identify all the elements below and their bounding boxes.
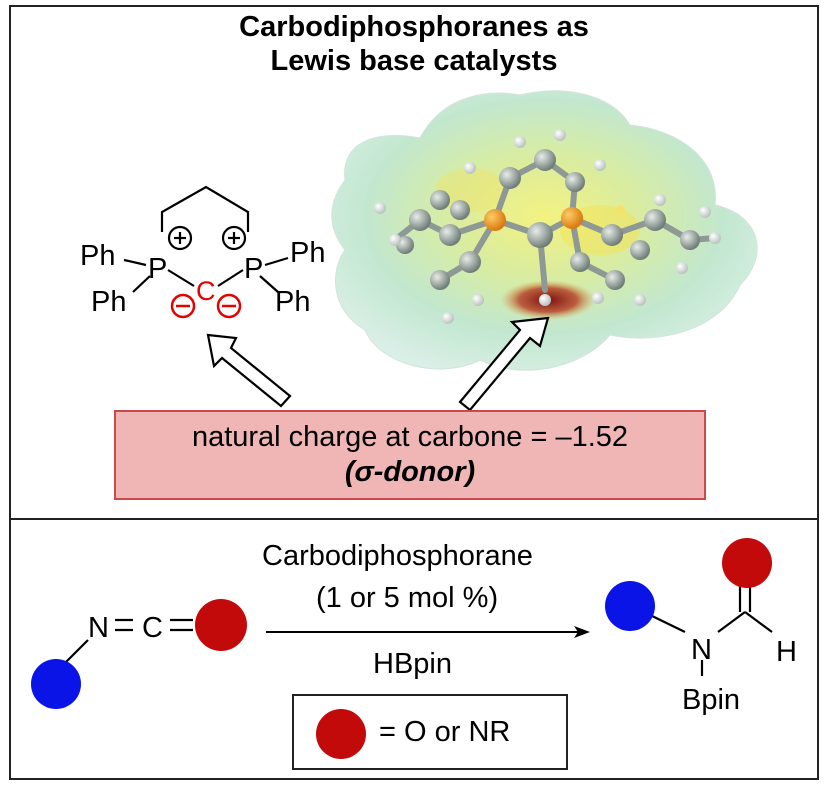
phosphorus-atom-right [561, 207, 583, 229]
positive-charge-right-icon [221, 225, 247, 251]
legend-text: = O or NR [379, 716, 511, 748]
bond-ph-tl [123, 258, 147, 267]
reactant-isocyanate [31, 599, 247, 709]
hollow-arrows [206, 316, 550, 412]
reaction-arrow-icon [266, 626, 590, 638]
reagent-catalyst-name: Carbodiphosphorane [262, 540, 533, 572]
positive-charge-left-icon [167, 225, 193, 251]
figure-frame [9, 5, 819, 780]
sigma-donor-label: (σ-donor) [344, 456, 476, 488]
ph-bottom-left: Ph [91, 286, 126, 318]
esp-surface-model [331, 90, 758, 371]
bond-p-c-right [217, 269, 244, 287]
ph-top-left: Ph [80, 240, 115, 272]
section-divider [9, 518, 819, 520]
title-line-2: Lewis base catalysts [270, 45, 558, 77]
arrow-to-model-icon [458, 316, 550, 412]
reagent-hbpin: HBpin [373, 648, 452, 680]
carbone-charges [170, 293, 242, 319]
carbone-carbon: C [196, 276, 216, 306]
title-line-1: Carbodiphosphoranes as [239, 11, 589, 43]
phosphorus-left: P [148, 253, 167, 285]
negative-charge-left-icon [170, 293, 196, 319]
ph-bottom-right: Ph [275, 286, 310, 318]
reactant-red-group-icon [195, 599, 247, 651]
product-nitrogen: N [691, 634, 712, 666]
product-formamide [649, 585, 773, 676]
product-bpin: Bpin [682, 684, 740, 716]
figure-title: Carbodiphosphoranes as Lewis base cataly… [9, 10, 819, 78]
product-red-group-icon [722, 538, 772, 588]
bond-ph-bl [132, 275, 151, 293]
natural-charge-box: natural charge at carbone = –1.52 (σ-don… [114, 410, 706, 500]
natural-charge-text: natural charge at carbone = –1.52 [191, 421, 629, 453]
bond-ph-tr [264, 256, 289, 267]
propylene-bridge [160, 185, 250, 232]
phosphorus-atom-left [484, 209, 506, 231]
reactant-carbon: C [142, 612, 163, 644]
legend-red-group-icon [316, 709, 366, 759]
arrow-to-structure-icon [206, 333, 292, 408]
negative-charge-right-icon [216, 293, 242, 319]
phosphorus-right: P [244, 253, 263, 285]
reagent-catalyst-loading: (1 or 5 mol %) [316, 582, 499, 614]
product-hydrogen: H [776, 636, 797, 668]
legend-box: = O or NR [292, 694, 568, 770]
product-blue-group-icon [605, 581, 655, 631]
bond-p-c-left [167, 269, 195, 287]
bond-ph-br [259, 275, 279, 293]
reactant-nitrogen: N [88, 612, 109, 644]
reactant-blue-group-icon [31, 659, 81, 709]
ph-top-right: Ph [290, 237, 325, 269]
carbodiphosphorane-structure [123, 185, 289, 293]
